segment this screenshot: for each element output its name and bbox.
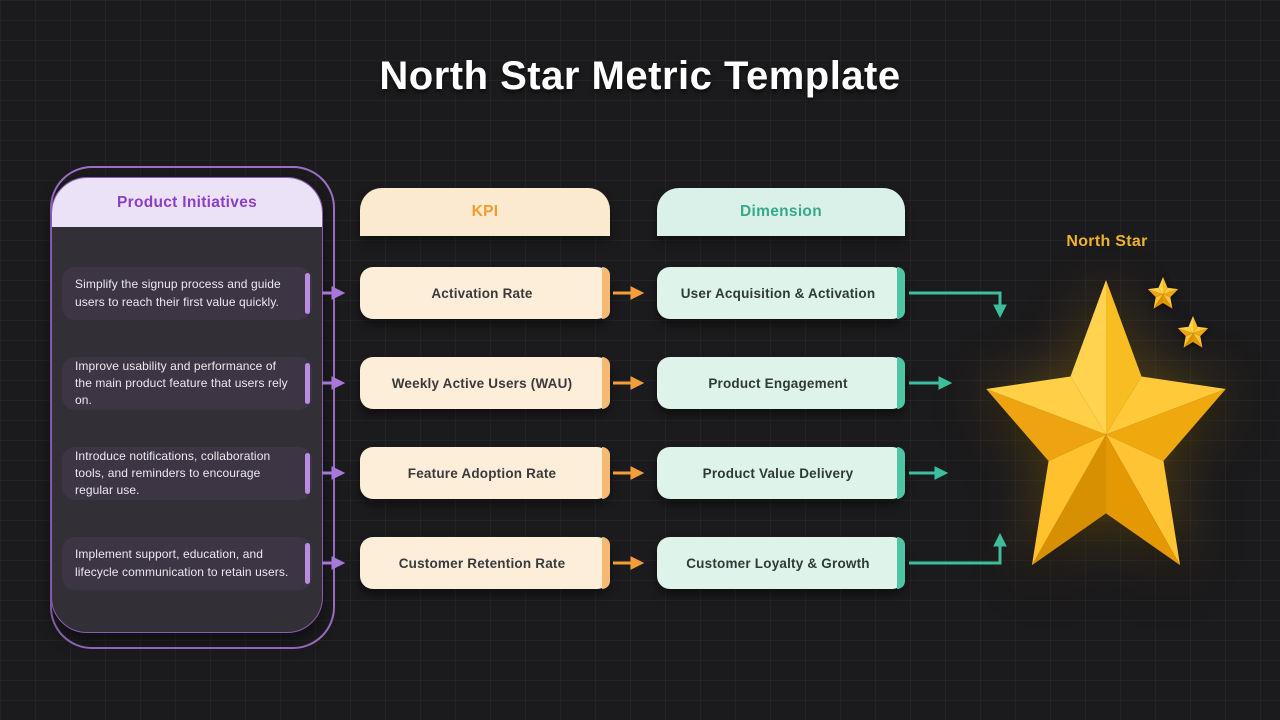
kpi-label: Customer Retention Rate (398, 555, 566, 571)
initiative-text: Improve usability and performance of the… (75, 358, 288, 408)
accent-bar (305, 363, 310, 404)
initiatives-header-label: Product Initiatives (116, 193, 258, 211)
dimension-column-header: Dimension (657, 188, 905, 236)
small-star-icon (1147, 277, 1179, 309)
dimension-label: Product Engagement (708, 375, 848, 391)
initiative-item-3: Introduce notifications, collaboration t… (62, 447, 312, 500)
accent-strip (897, 447, 905, 499)
dimension-label: Product Value Delivery (702, 465, 854, 481)
initiative-item-1: Simplify the signup process and guide us… (62, 267, 312, 320)
accent-strip (897, 357, 905, 409)
kpi-column-header: KPI (360, 188, 610, 236)
kpi-label: Activation Rate (431, 285, 533, 301)
connector-dimension-star-1 (909, 291, 1007, 319)
connector-dimension-star-4 (909, 532, 1007, 565)
dimension-node-1: User Acquisition & Activation (657, 267, 905, 319)
initiative-item-4: Implement support, education, and lifecy… (62, 537, 312, 590)
accent-strip (602, 447, 610, 499)
dimension-label: Customer Loyalty & Growth (686, 555, 870, 571)
kpi-node-2: Weekly Active Users (WAU) (360, 357, 610, 409)
initiative-text: Introduce notifications, collaboration t… (75, 448, 271, 498)
kpi-node-3: Feature Adoption Rate (360, 447, 610, 499)
kpi-node-4: Customer Retention Rate (360, 537, 610, 589)
accent-strip (602, 267, 610, 319)
accent-bar (305, 273, 310, 314)
dimension-node-2: Product Engagement (657, 357, 905, 409)
kpi-label: Weekly Active Users (WAU) (391, 375, 573, 391)
initiatives-header: Product Initiatives (52, 178, 322, 227)
initiative-text: Simplify the signup process and guide us… (75, 277, 281, 309)
small-star-icon (1177, 316, 1209, 348)
accent-bar (305, 543, 310, 584)
accent-strip (897, 267, 905, 319)
initiative-text: Implement support, education, and lifecy… (75, 547, 289, 579)
accent-strip (602, 537, 610, 589)
dimension-node-4: Customer Loyalty & Growth (657, 537, 905, 589)
kpi-node-1: Activation Rate (360, 267, 610, 319)
page-title: North Star Metric Template (379, 54, 901, 98)
dimension-node-3: Product Value Delivery (657, 447, 905, 499)
dimension-header-label: Dimension (740, 203, 822, 220)
accent-strip (602, 357, 610, 409)
kpi-label: Feature Adoption Rate (407, 465, 557, 481)
initiative-item-2: Improve usability and performance of the… (62, 357, 312, 410)
dimension-label: User Acquisition & Activation (680, 285, 876, 301)
accent-bar (305, 453, 310, 494)
kpi-header-label: KPI (471, 203, 499, 220)
accent-strip (897, 537, 905, 589)
north-star-label: North Star (1066, 233, 1148, 250)
